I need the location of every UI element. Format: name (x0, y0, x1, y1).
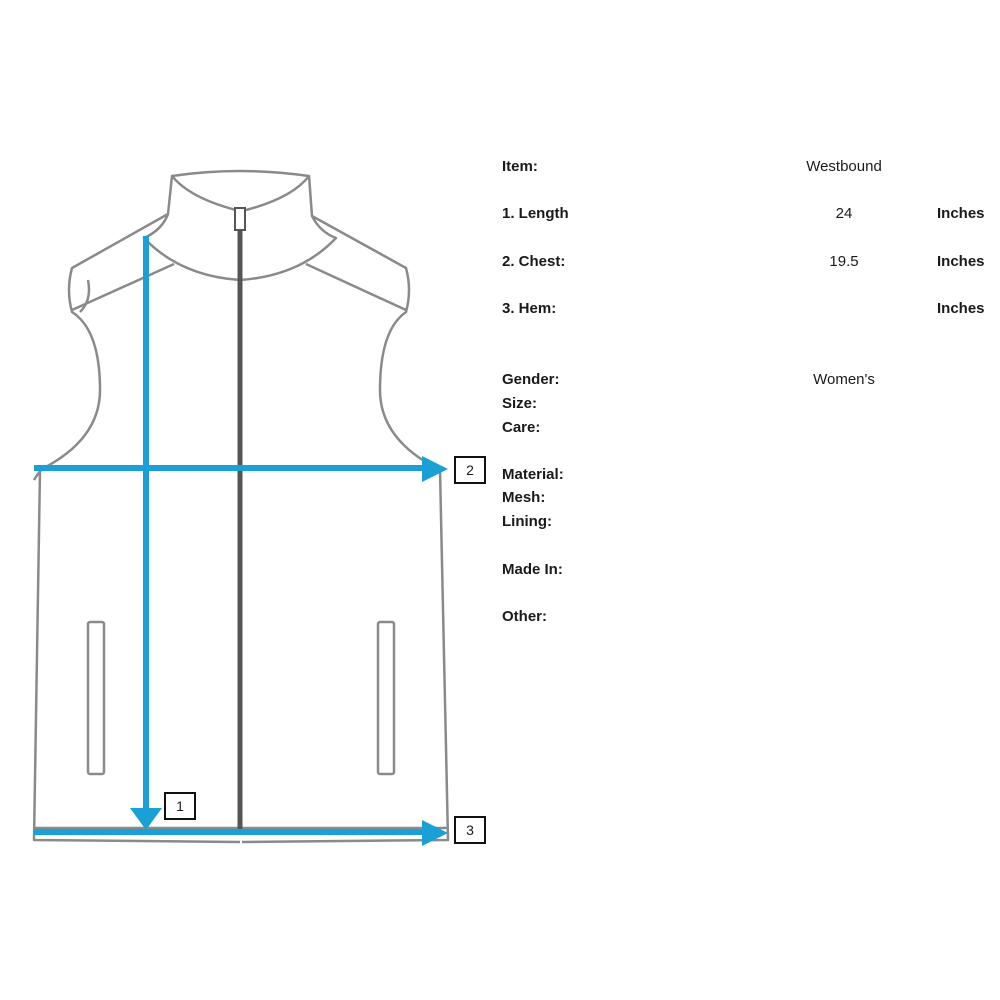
chest-value: 19.5 (829, 253, 859, 270)
vest-collar-inner (171, 175, 310, 212)
care-label: Care: (502, 419, 541, 436)
left-pocket (86, 620, 106, 776)
gender-value: Women's (813, 371, 875, 388)
chest-unit: Inches (937, 253, 985, 270)
made-in-label: Made In: (502, 561, 563, 578)
hem-label: 3. Hem: (502, 300, 557, 317)
zipper-pull (234, 207, 246, 231)
vest-left-yoke (71, 262, 175, 313)
chest-label: 2. Chest: (502, 253, 566, 270)
other-label: Other: (502, 608, 547, 625)
right-pocket (376, 620, 396, 776)
callout-length: 1 (164, 792, 196, 820)
mesh-label: Mesh: (502, 489, 546, 506)
material-label: Material: (502, 466, 564, 483)
callout-hem: 3 (454, 816, 486, 844)
length-label: 1. Length (502, 205, 569, 222)
callout-chest: 2 (454, 456, 486, 484)
length-value: 24 (835, 205, 853, 222)
vest-right-yoke (305, 262, 407, 312)
vest-right-side (241, 214, 450, 844)
length-unit: Inches (937, 205, 985, 222)
item-value: Westbound (806, 158, 882, 175)
length-arrowhead (130, 808, 162, 830)
gender-label: Gender: (502, 371, 560, 388)
hem-unit: Inches (937, 300, 985, 317)
vest-left-side (32, 212, 241, 844)
item-label: Item: (502, 158, 538, 175)
chest-arrowhead (422, 456, 448, 482)
size-label: Size: (502, 395, 538, 412)
hem-arrowhead (422, 820, 448, 846)
lining-label: Lining: (502, 513, 552, 530)
